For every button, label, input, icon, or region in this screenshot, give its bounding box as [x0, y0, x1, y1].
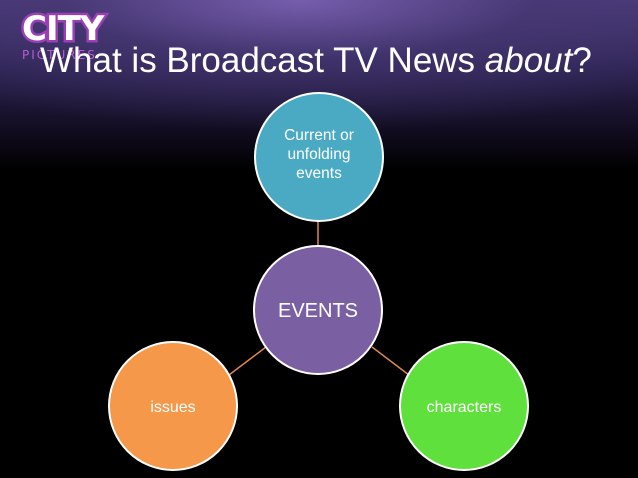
logo-main-text: CITY [19, 8, 106, 51]
node-issues-label: issues [150, 399, 195, 416]
node-issues [108, 341, 238, 471]
connector-left [228, 346, 267, 376]
node-characters [399, 341, 529, 471]
node-current-events-line-1: Current or [284, 127, 354, 144]
slide-title: What is Broadcast TV News about? [40, 40, 592, 82]
node-characters-label: characters [427, 399, 502, 416]
title-suffix: ? [572, 41, 592, 80]
logo-sub-text: PICTURES [22, 48, 97, 62]
node-events-label: EVENTS [278, 300, 358, 322]
connector-right [371, 346, 410, 376]
node-current-events [254, 92, 384, 222]
node-current-events-line-2: unfolding [288, 146, 351, 163]
node-events-center [253, 245, 383, 375]
node-current-events-line-3: events [296, 165, 342, 182]
title-emphasis: about [484, 41, 573, 80]
title-text: What is Broadcast TV News [40, 41, 485, 80]
city-pictures-logo: CITY PICTURES [19, 8, 120, 63]
